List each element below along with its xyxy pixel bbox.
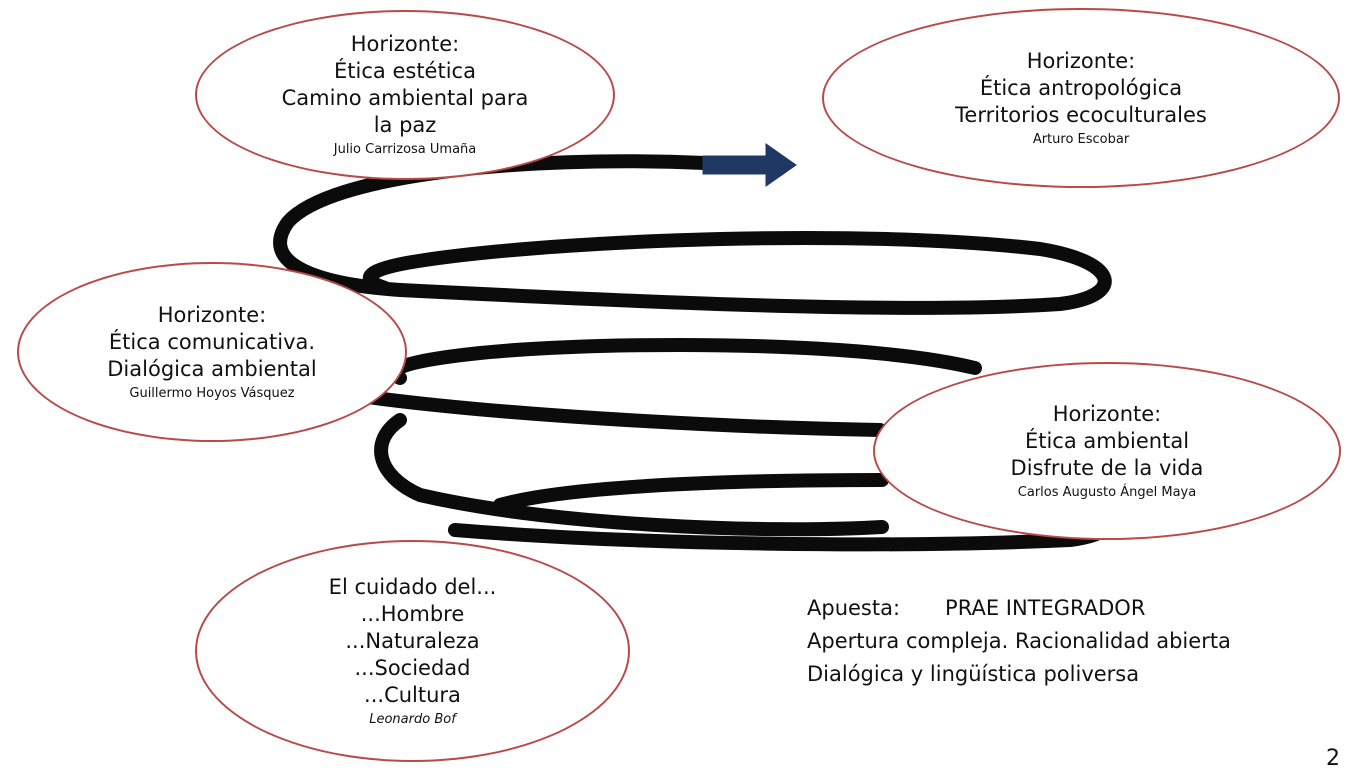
ellipse-line: Horizonte: — [1052, 401, 1162, 426]
ellipse-line: ...Naturaleza — [345, 628, 480, 653]
ellipse-line: Horizonte: — [1026, 48, 1136, 73]
ellipse-line: ...Hombre — [360, 601, 465, 626]
ellipse-author: Arturo Escobar — [1032, 131, 1130, 147]
ellipse-author: Julio Carrizosa Umaña — [333, 142, 477, 157]
ellipse-line: El cuidado del... — [328, 574, 497, 599]
apuesta-line-3: Dialógica y lingüística poliversa — [807, 662, 1140, 686]
ellipse-etica-antropologica: Horizonte: Ética antropológica Territori… — [822, 8, 1340, 188]
ellipse-line: Ética ambiental — [1024, 428, 1190, 453]
ellipse-author: Carlos Augusto Ángel Maya — [1017, 484, 1197, 500]
ellipse-cuidado: El cuidado del... ...Hombre ...Naturalez… — [195, 540, 630, 762]
ellipse-line: Horizonte: — [350, 32, 460, 56]
ellipse-line: Dialógica ambiental — [107, 356, 317, 381]
spiral-coil-middle — [353, 338, 982, 437]
ellipse-line: Disfrute de la vida — [1010, 455, 1204, 480]
ellipse-line: Horizonte: — [157, 302, 267, 327]
spiral-coil-top — [273, 154, 1112, 315]
ellipse-line: la paz — [373, 113, 437, 137]
apuesta-title: PRAE INTEGRADOR — [945, 596, 1146, 620]
ellipse-line: Camino ambiental para — [281, 86, 529, 110]
ellipse-author: Guillermo Hoyos Vásquez — [129, 385, 295, 401]
ellipse-line: ...Cultura — [364, 682, 461, 707]
ellipse-etica-ambiental: Horizonte: Ética ambiental Disfrute de l… — [873, 362, 1341, 540]
ellipse-etica-estetica: Horizonte: Ética estética Camino ambient… — [195, 10, 615, 180]
ellipse-line: Ética antropológica — [979, 75, 1183, 100]
ellipse-etica-comunicativa: Horizonte: Ética comunicativa. Dialógica… — [17, 262, 407, 442]
ellipse-line: Territorios ecoculturales — [955, 102, 1207, 127]
ellipse-line: Ética estética — [334, 59, 476, 83]
ellipse-line: ...Sociedad — [354, 655, 471, 680]
apuesta-line-2: Apertura compleja. Racionalidad abierta — [807, 629, 1231, 653]
page-number: 2 — [1326, 746, 1340, 771]
apuesta-line-1: Apuesta: PRAE INTEGRADOR — [807, 592, 1231, 625]
spiral-coil-lower — [374, 413, 889, 537]
ellipse-line: Ética comunicativa. — [108, 329, 316, 354]
arrow-right-icon — [702, 143, 797, 187]
apuesta-label: Apuesta: — [807, 596, 901, 620]
ellipse-author: Leonardo Bof — [369, 711, 456, 727]
apuesta-text-block: Apuesta: PRAE INTEGRADOR Apertura complej… — [807, 592, 1231, 691]
